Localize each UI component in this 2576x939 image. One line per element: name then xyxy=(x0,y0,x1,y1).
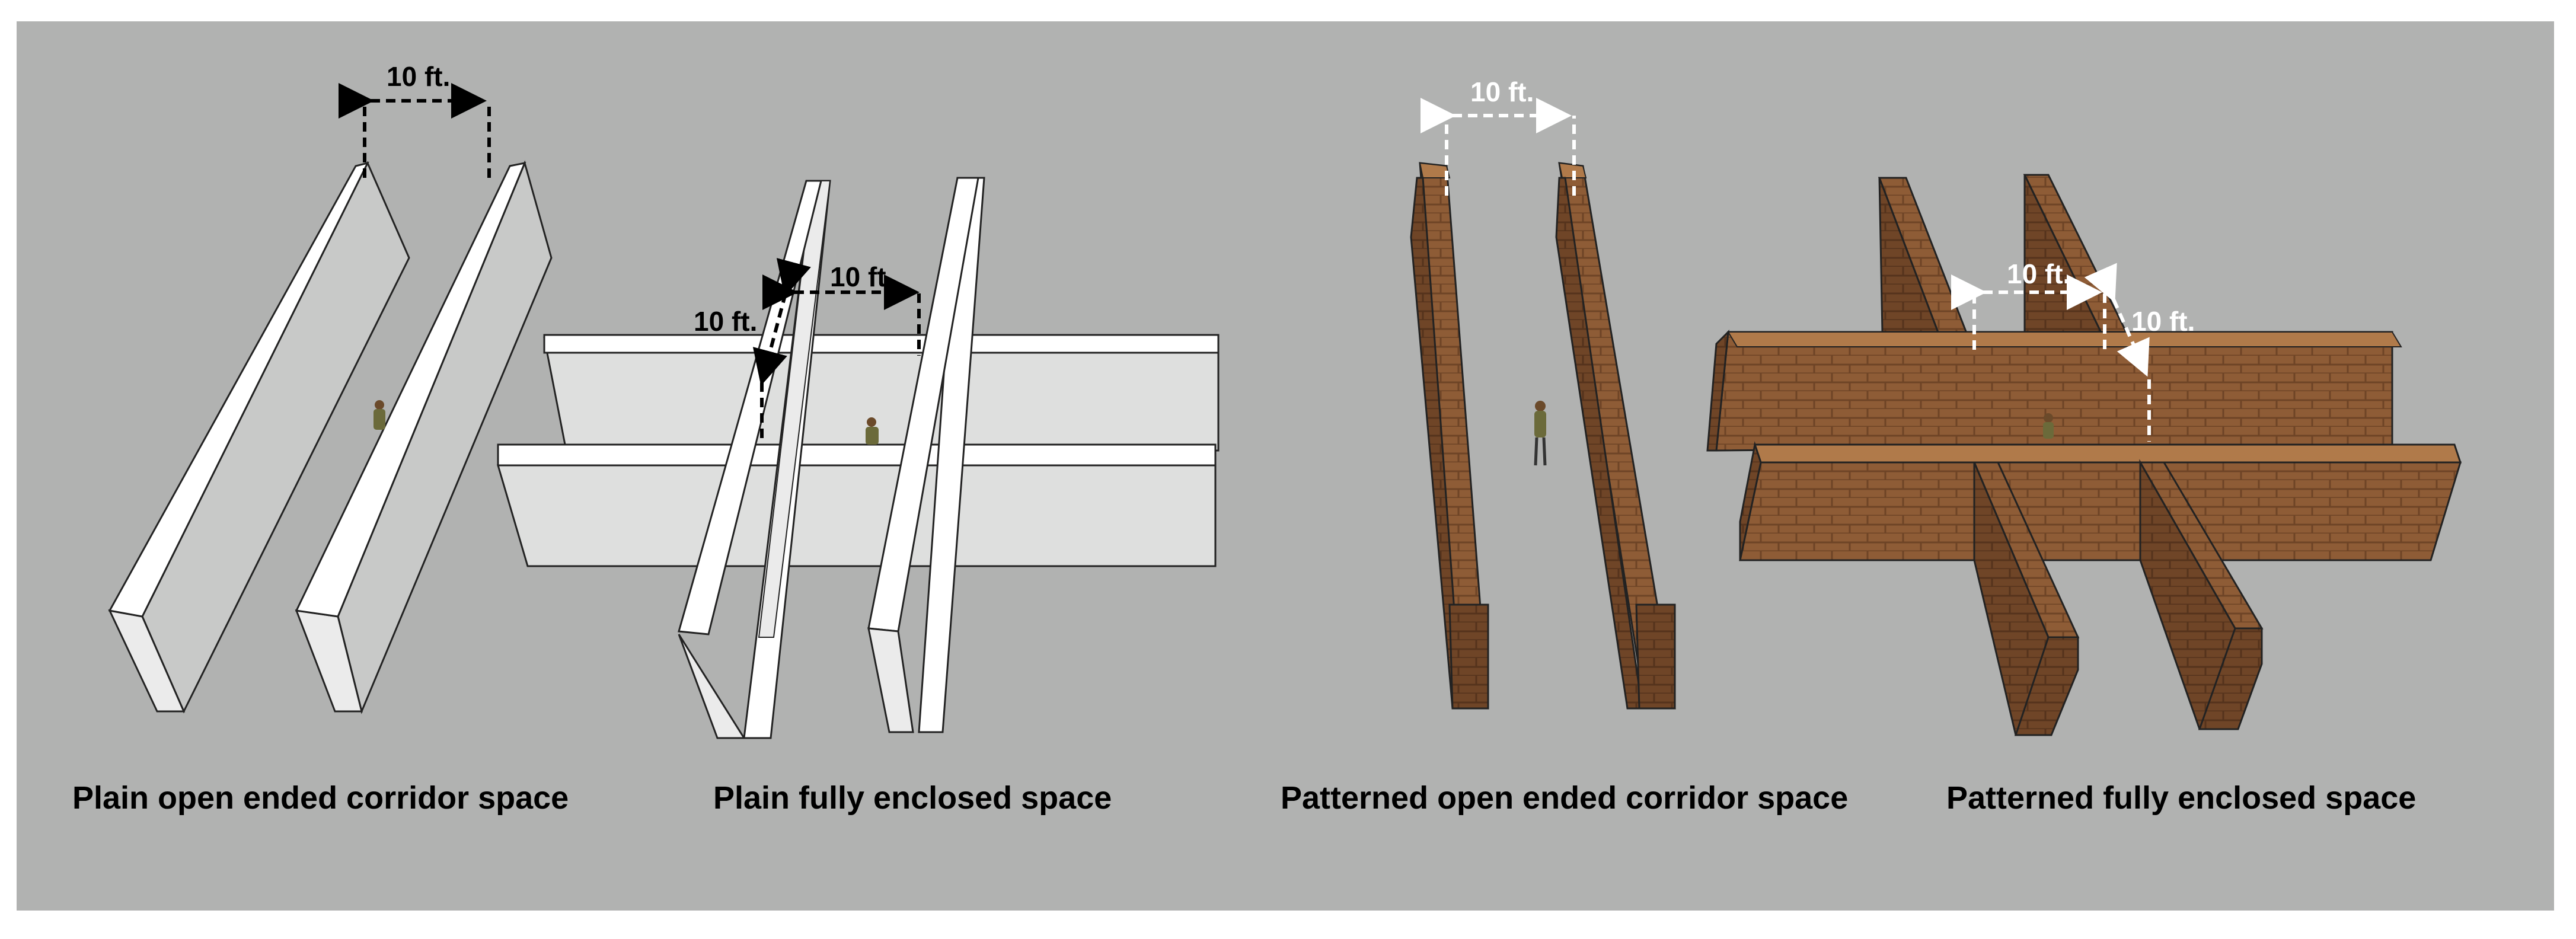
dimension-label: 10 ft. xyxy=(830,261,894,292)
caption-plain-corridor: Plain open ended corridor space xyxy=(72,780,569,816)
plain-corridor-dimension xyxy=(339,83,491,178)
person-figure xyxy=(866,417,879,445)
plain-corridor-walls xyxy=(108,160,553,714)
patterned-enclosed-dimensions xyxy=(1951,263,2151,442)
patterned-corridor-walls xyxy=(1410,162,1676,710)
person-figure xyxy=(374,400,385,430)
caption-patterned-enclosed: Patterned fully enclosed space xyxy=(1946,780,2417,816)
dimension-label: 10 ft. xyxy=(2007,258,2071,289)
plain-enclosed-dimensions xyxy=(752,258,921,442)
caption-patterned-corridor: Patterned open ended corridor space xyxy=(1281,780,1849,816)
plain-enclosed-walls xyxy=(496,177,1220,739)
patterned-enclosed-walls xyxy=(1706,174,2462,736)
patterned-corridor-dimension xyxy=(1421,98,1576,196)
person-figure xyxy=(1534,401,1547,466)
caption-plain-enclosed: Plain fully enclosed space xyxy=(713,780,1112,816)
dimension-label: 10 ft. xyxy=(694,306,758,337)
dimension-label: 10 ft. xyxy=(1470,76,1534,107)
dimension-label: 10 ft. xyxy=(2131,306,2195,337)
person-figure xyxy=(2043,413,2054,439)
dimension-label: 10 ft. xyxy=(387,61,451,92)
